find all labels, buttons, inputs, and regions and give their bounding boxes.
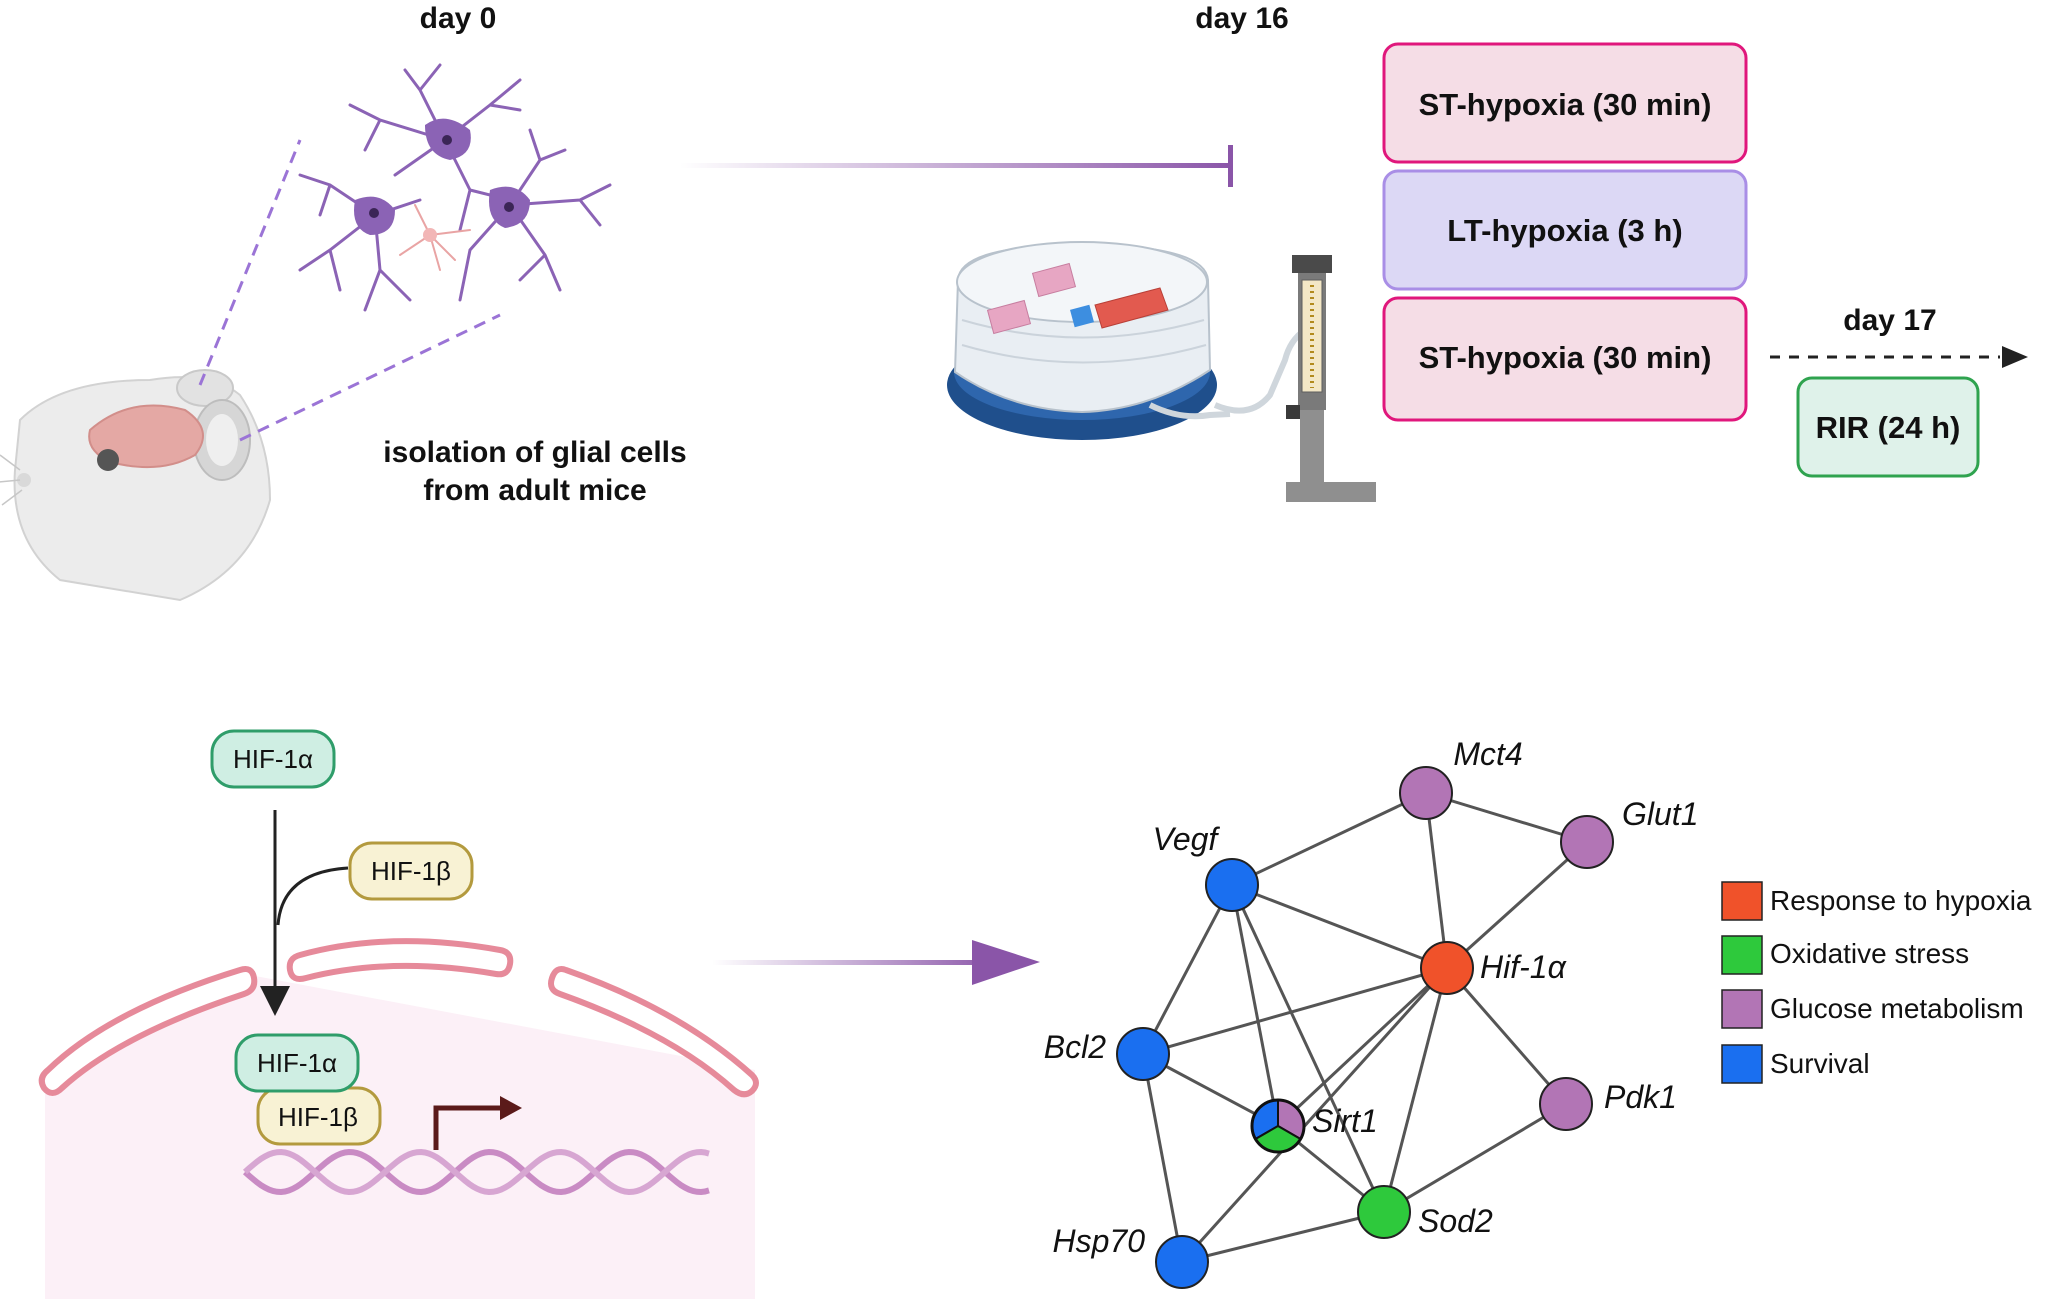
zoom-lines — [198, 139, 501, 442]
node-circle — [1420, 941, 1474, 995]
nuclear-membrane — [38, 938, 759, 1098]
hif1b-cytoplasm-label: HIF-1β — [371, 856, 451, 886]
edge-hif-1-bcl2 — [1142, 966, 1448, 1056]
node-mct4: Mct4 — [1399, 736, 1523, 820]
legend-swatch-response-to-hypoxia — [1721, 881, 1763, 921]
legend-label-response-to-hypoxia: Response to hypoxia — [1770, 885, 2032, 916]
protocol-step-1-label: ST-hypoxia (30 min) — [1419, 87, 1712, 122]
legend-label-survival: Survival — [1770, 1048, 1870, 1079]
flowmeter-illustration — [1286, 255, 1376, 502]
node-sod2: Sod2 — [1357, 1185, 1493, 1239]
hif1a-cytoplasm-box: HIF-1α — [210, 729, 336, 789]
edge-pdk1-sod2 — [1383, 1102, 1567, 1214]
node-label-hsp70: Hsp70 — [1053, 1223, 1146, 1259]
edge-glut1-hif-1 — [1445, 840, 1589, 970]
rir-label: RIR (24 h) — [1816, 410, 1961, 445]
hif1b-cytoplasm-box: HIF-1β — [348, 841, 474, 901]
edge-sod2-hsp70 — [1181, 1210, 1385, 1264]
dna-helix — [242, 1148, 710, 1196]
node-label-bcl2: Bcl2 — [1044, 1029, 1106, 1065]
legend-swatch-oxidative-stress — [1721, 935, 1763, 975]
edge-vegf-bcl2 — [1141, 884, 1234, 1055]
protocol-step-1: ST-hypoxia (30 min) — [1382, 42, 1748, 164]
edge-mct4-hif-1 — [1424, 792, 1449, 969]
node-circle — [1357, 1185, 1411, 1239]
protocol-step-3: ST-hypoxia (30 min) — [1382, 296, 1748, 422]
pathway-arrows — [260, 810, 349, 1016]
edge-vegf-sod2 — [1230, 884, 1386, 1213]
node-circle — [1116, 1027, 1170, 1081]
legend-swatch-survival — [1721, 1044, 1763, 1084]
node-label-pdk1: Pdk1 — [1604, 1079, 1677, 1115]
node-label-sirt1: Sirt1 — [1312, 1103, 1378, 1139]
node-label-hif-1: Hif-1α — [1480, 949, 1567, 985]
hif1b-nuclear-label: HIF-1β — [278, 1102, 358, 1132]
node-hsp70: Hsp70 — [1053, 1223, 1209, 1289]
gene-transcription-arrow — [433, 1096, 522, 1150]
legend-label-oxidative-stress: Oxidative stress — [1770, 938, 1969, 969]
protocol-step-2: LT-hypoxia (3 h) — [1382, 169, 1748, 291]
legend-swatch-glucose-metabolism — [1721, 989, 1763, 1029]
node-circle — [1205, 858, 1259, 912]
glial-cells-illustration — [298, 63, 612, 312]
edge-hif-1-sod2 — [1382, 967, 1449, 1213]
node-outline — [1250, 1098, 1306, 1154]
hif1a-nuclear-label: HIF-1α — [257, 1048, 337, 1078]
edge-hif-1-pdk1 — [1445, 967, 1568, 1105]
node-label-mct4: Mct4 — [1453, 736, 1522, 772]
dashed-timeline-arrow — [1770, 346, 2028, 368]
protocol-step-2-label: LT-hypoxia (3 h) — [1447, 213, 1682, 248]
isolation-label-line2: from adult mice — [423, 474, 646, 507]
edge-mct4-glut1 — [1425, 791, 1588, 844]
node-circle — [1399, 766, 1453, 820]
rir-box: RIR (24 h) — [1796, 376, 1980, 478]
edge-hif-1-sirt1 — [1276, 966, 1449, 1128]
node-vegf: Vegf — [1153, 821, 1259, 912]
edge-vegf-sirt1 — [1230, 884, 1280, 1127]
protocol-step-3-label: ST-hypoxia (30 min) — [1419, 340, 1712, 375]
node-label-vegf: Vegf — [1153, 821, 1221, 857]
hif1b-nuclear-box: HIF-1β — [256, 1086, 382, 1146]
edge-vegf-mct4 — [1231, 791, 1427, 887]
hypoxia-chamber-illustration — [947, 241, 1307, 440]
edge-vegf-hif-1 — [1231, 883, 1448, 970]
nucleus-region — [45, 975, 755, 1299]
mouse-illustration — [0, 369, 272, 602]
legend-label-glucose-metabolism: Glucose metabolism — [1770, 993, 2024, 1024]
hif1a-nuclear-box: HIF-1α — [234, 1033, 360, 1093]
legend: Response to hypoxia Oxidative stress Glu… — [1721, 881, 2032, 1084]
network-nodes: Mct4Glut1VegfHif-1αBcl2Pdk1Sirt1Sod2Hsp7… — [1044, 736, 1698, 1289]
node-circle — [1539, 1077, 1593, 1131]
timeline-arrow — [680, 145, 1233, 187]
node-bcl2: Bcl2 — [1044, 1027, 1170, 1081]
node-sirt1: Sirt1 — [1250, 1098, 1378, 1154]
edge-bcl2-hsp70 — [1141, 1053, 1184, 1263]
day0-label: day 0 — [420, 2, 497, 35]
edge-hif-1-hsp70 — [1180, 966, 1449, 1264]
day17-label: day 17 — [1843, 304, 1936, 337]
network-edges — [1141, 791, 1589, 1264]
protocol-steps: ST-hypoxia (30 min) LT-hypoxia (3 h) ST-… — [1382, 42, 1748, 422]
node-hif-1: Hif-1α — [1420, 941, 1567, 995]
node-label-sod2: Sod2 — [1418, 1203, 1493, 1239]
node-label-glut1: Glut1 — [1622, 796, 1698, 832]
pathway-to-network-arrow — [712, 940, 1040, 985]
node-circle — [1155, 1235, 1209, 1289]
hif1a-cytoplasm-label: HIF-1α — [233, 744, 313, 774]
isolation-label-line1: isolation of glial cells — [383, 436, 686, 469]
node-pdk1: Pdk1 — [1539, 1077, 1677, 1131]
node-circle — [1560, 815, 1614, 869]
day16-label: day 16 — [1195, 2, 1288, 35]
node-glut1: Glut1 — [1560, 796, 1698, 869]
